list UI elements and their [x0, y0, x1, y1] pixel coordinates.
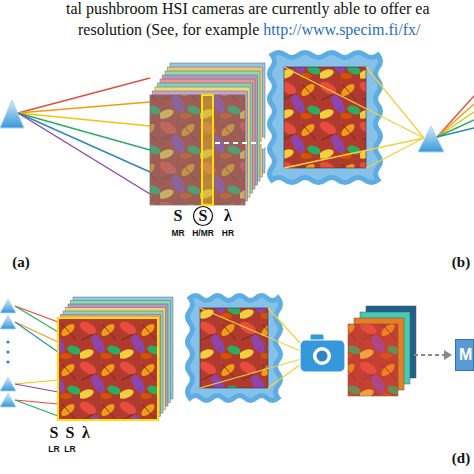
panel-label: (b): [452, 255, 470, 270]
panel-label: (d): [452, 451, 470, 466]
panel-b-illustration: [270, 53, 474, 183]
subscript-label: H/MR: [192, 229, 214, 238]
panel-d-illustration: [188, 296, 453, 401]
symbol-label: λ: [82, 425, 90, 441]
symbol-label: S: [199, 208, 208, 224]
model-box: M: [455, 339, 474, 371]
panel-a-illustration: [0, 63, 272, 226]
body-text: resolution (See, for example: [78, 22, 259, 38]
subscript-label: MR: [171, 229, 184, 238]
body-text: tal pushbroom HSI cameras are currently …: [66, 1, 430, 17]
url-link: http://www.specim.fi/fx/: [263, 22, 420, 38]
panel-label: (a): [12, 255, 30, 270]
symbol-label: S: [50, 425, 59, 441]
symbol-label: λ: [224, 208, 232, 224]
subscript-label: LR: [64, 445, 75, 454]
subscript-label: LR: [48, 445, 59, 454]
box-label: M: [456, 346, 472, 364]
symbol-label: S: [174, 208, 183, 224]
subscript-label: HR: [222, 229, 234, 238]
panel-c-illustration: [0, 297, 173, 420]
symbol-label: S: [66, 425, 75, 441]
